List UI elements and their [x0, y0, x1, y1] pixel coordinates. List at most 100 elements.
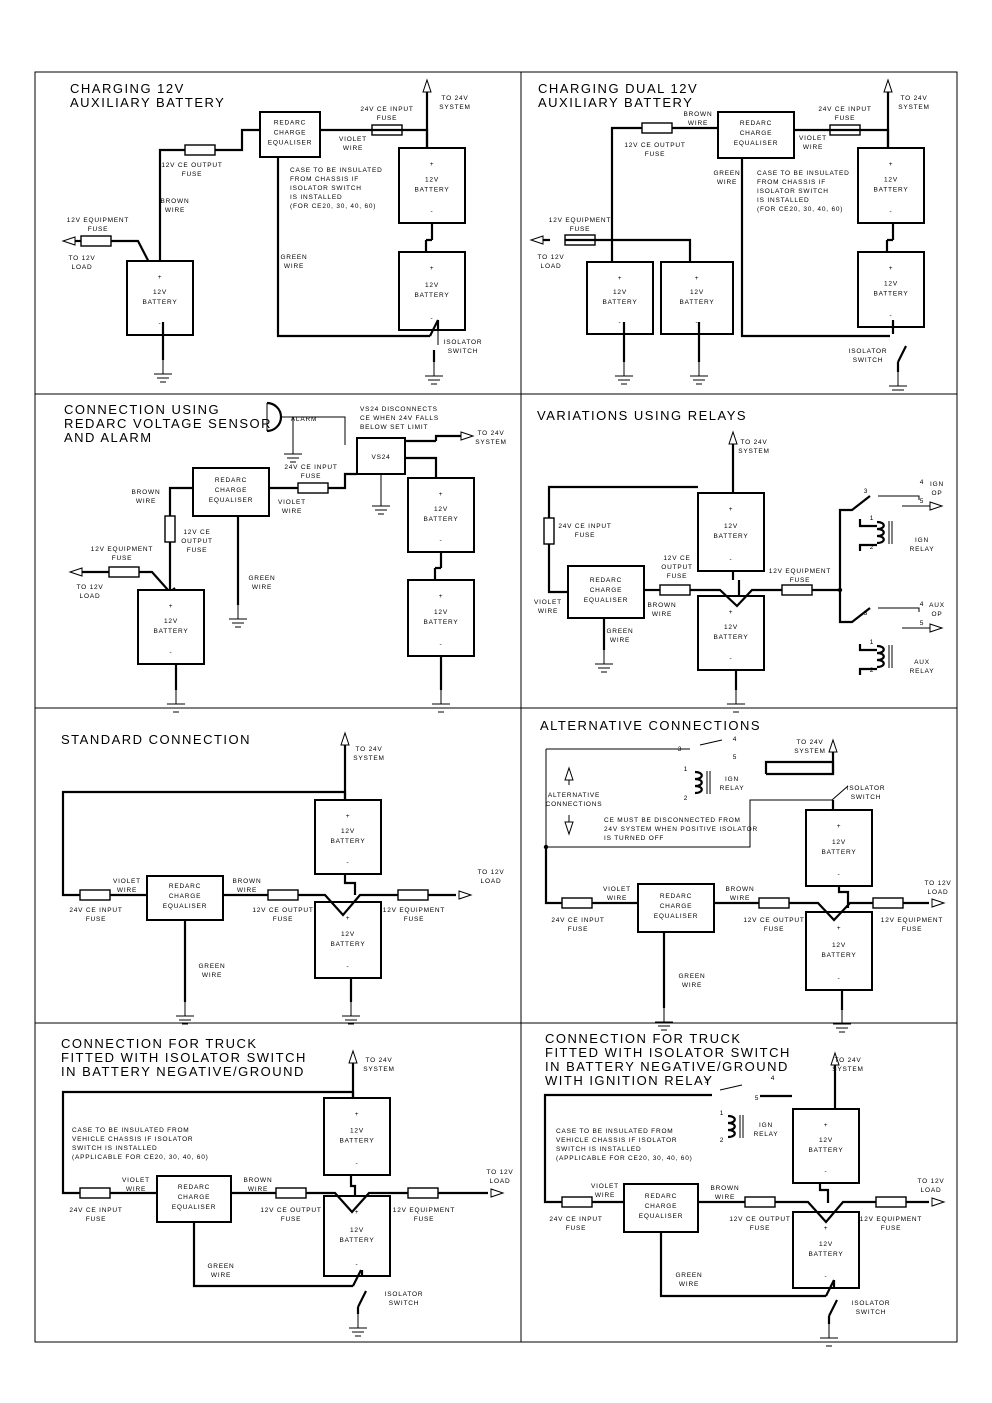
- isolator-switch-label: SWITCH: [856, 1309, 886, 1316]
- wire: [837, 886, 850, 908]
- case-insulated-short-label: CASE TO BE INSULATED: [290, 167, 383, 174]
- battery-label: BATTERY: [874, 291, 909, 298]
- battery-minus-terminal: -: [170, 649, 173, 656]
- battery-minus-terminal: -: [356, 1261, 359, 1268]
- ground-icon: [432, 690, 450, 713]
- battery-minus-terminal: -: [730, 655, 733, 662]
- thin-line: [888, 521, 893, 544]
- green-wire-label: GREEN: [198, 963, 225, 970]
- battery-label: BATTERY: [714, 533, 749, 540]
- fuse-icon: [758, 897, 790, 909]
- panel-grid: [34, 71, 958, 1343]
- battery-label: BATTERY: [603, 299, 638, 306]
- charge-equaliser-label: EQUALISER: [639, 1213, 683, 1220]
- fuse-icon: [561, 1196, 593, 1208]
- brown-wire-label: BROWN: [726, 886, 755, 893]
- input-fuse-label: FUSE: [835, 115, 856, 122]
- output-fuse-stacked-label: 12V CE: [183, 529, 210, 536]
- fuse-icon: [297, 482, 329, 494]
- green-wire-label: GREEN: [606, 628, 633, 635]
- panel-title: AND ALARM: [64, 430, 153, 445]
- charge-equaliser-box: [623, 1183, 699, 1233]
- arrow-right-icon: [929, 623, 944, 633]
- battery-label: 12V: [832, 942, 846, 949]
- thin-line: [719, 1084, 743, 1091]
- violet-wire-label: WIRE: [803, 144, 823, 151]
- case-insulated-long-label: (APPLICABLE FOR CE20, 30, 40, 60): [556, 1155, 693, 1162]
- battery-minus-terminal: -: [825, 1273, 828, 1280]
- arrow-right-icon: [490, 1188, 505, 1198]
- green-wire-label: WIRE: [211, 1272, 231, 1279]
- equipment-fuse-label: 12V EQUIPMENT: [769, 568, 831, 575]
- to-24v-system-label: SYSTEM: [439, 104, 471, 111]
- junction-dot: [543, 844, 549, 850]
- battery-label: BATTERY: [809, 1147, 844, 1154]
- relay-pin-label: 2: [720, 1137, 724, 1144]
- fuse-icon: [79, 889, 111, 901]
- wire: [740, 158, 890, 338]
- battery-minus-terminal: -: [431, 208, 434, 215]
- battery-box: [407, 579, 475, 657]
- charge-equaliser-label: REDARC: [590, 577, 622, 584]
- panel-title: FITTED WITH ISOLATOR SWITCH: [545, 1045, 791, 1060]
- charge-equaliser-label: REDARC: [169, 883, 201, 890]
- relay-pin-label: 5: [920, 498, 924, 505]
- green-wire-label: WIRE: [252, 584, 272, 591]
- to-24v-system-label: SYSTEM: [738, 448, 770, 455]
- relay-coil-icon: [694, 770, 703, 795]
- green-wire-label: WIRE: [610, 637, 630, 644]
- case-insulated-short-label: IS INSTALLED: [757, 197, 809, 204]
- panel-title: CHARGING 12V: [70, 81, 185, 96]
- battery-minus-terminal: -: [440, 537, 443, 544]
- battery-plus-terminal: +: [729, 609, 734, 616]
- battery-box: [586, 261, 654, 335]
- battery-box: [857, 251, 925, 328]
- thin-line: [888, 645, 893, 668]
- relay-pin-label: 4: [920, 601, 924, 608]
- isolator-switch-label: SWITCH: [448, 348, 478, 355]
- ground-icon: [655, 1008, 673, 1031]
- relay-pin-label: 3: [864, 610, 868, 617]
- battery-label: 12V: [613, 289, 627, 296]
- wire: [328, 472, 357, 490]
- arrow-up-icon: [828, 738, 838, 753]
- equipment-fuse-label: FUSE: [88, 226, 109, 233]
- battery-box: [323, 1097, 391, 1176]
- ign-relay-label: IGN: [725, 776, 739, 783]
- charge-equaliser-box: [259, 111, 321, 158]
- thin-line: [706, 771, 711, 794]
- to-24v-system-label: TO 24V: [796, 739, 823, 746]
- battery-plus-terminal: +: [618, 275, 623, 282]
- green-wire-label: WIRE: [682, 982, 702, 989]
- output-fuse-label: FUSE: [281, 1216, 302, 1223]
- equipment-fuse-label: 12V EQUIPMENT: [67, 217, 129, 224]
- output-fuse-label: FUSE: [182, 171, 203, 178]
- equipment-fuse-label: 12V EQUIPMENT: [860, 1216, 922, 1223]
- arrow-left-icon: [529, 235, 544, 245]
- output-fuse-label: 12V CE OUTPUT: [252, 907, 313, 914]
- wire: [690, 588, 782, 608]
- to-24v-system-label: TO 24V: [900, 95, 927, 102]
- input-fuse-label: FUSE: [301, 473, 322, 480]
- equipment-fuse-label: FUSE: [902, 926, 923, 933]
- ground-icon: [820, 1324, 838, 1347]
- panel-title: ALTERNATIVE CONNECTIONS: [540, 718, 761, 733]
- to-12v-load-label: LOAD: [481, 878, 502, 885]
- to-12v-load-label: TO 12V: [76, 584, 103, 591]
- violet-wire-label: WIRE: [538, 608, 558, 615]
- relay-coil-icon: [876, 520, 885, 545]
- panel-title: CONNECTION FOR TRUCK: [61, 1036, 258, 1051]
- violet-wire-label: WIRE: [282, 508, 302, 515]
- fuse-icon: [561, 897, 593, 909]
- arrow-right-icon: [931, 898, 946, 908]
- to-24v-system-label: TO 24V: [365, 1057, 392, 1064]
- violet-wire-label: VIOLET: [113, 878, 141, 885]
- panel-title: VARIATIONS USING RELAYS: [537, 408, 747, 423]
- sheet-frame: [34, 71, 958, 1343]
- fuse-icon: [659, 584, 691, 596]
- output-fuse-label: 12V CE OUTPUT: [729, 1216, 790, 1223]
- battery-label: 12V: [884, 281, 898, 288]
